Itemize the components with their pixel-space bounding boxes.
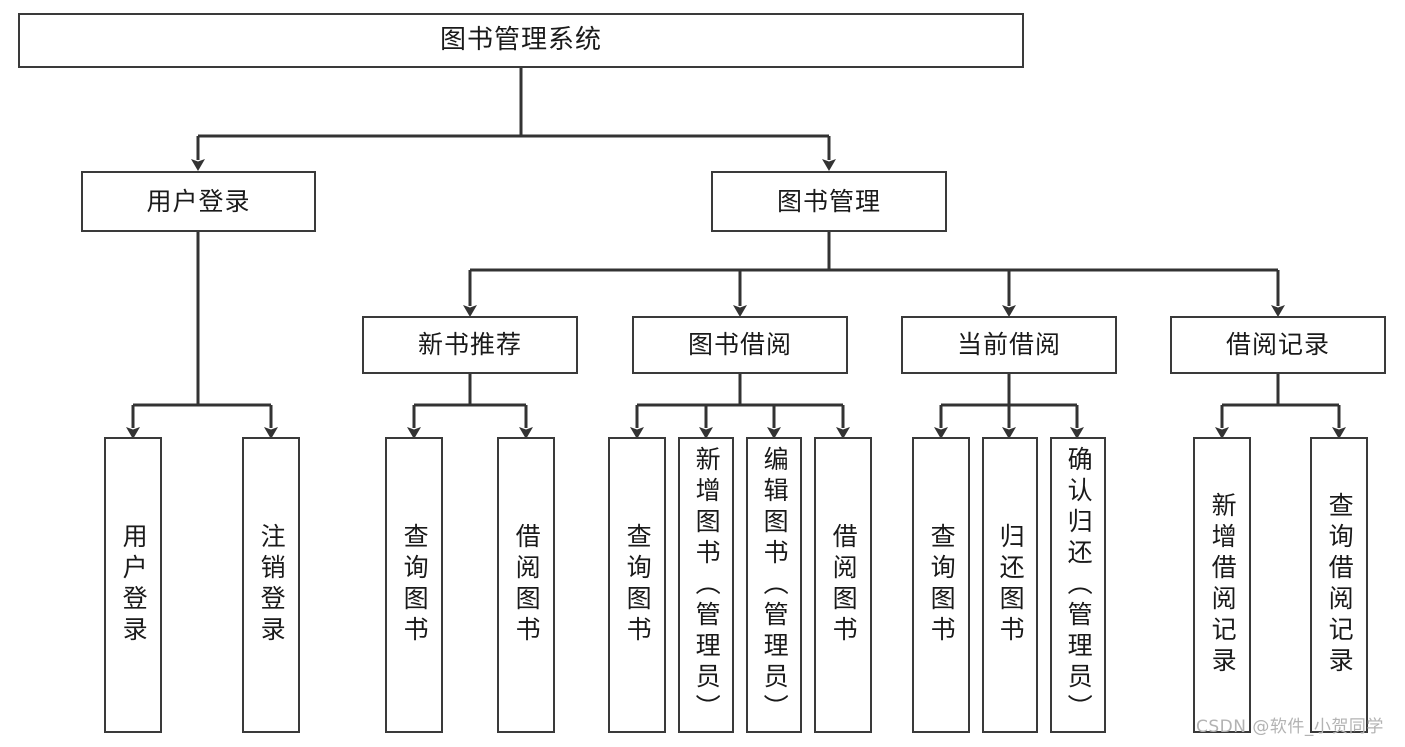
node-user-login[interactable]: 用户登录 <box>81 171 316 232</box>
leaf-add-book[interactable]: 新增图书（管理员） <box>678 437 734 733</box>
leaf-borrow-book-1[interactable]: 借阅图书 <box>497 437 555 733</box>
leaf-query-book-3-label: 查询图书 <box>927 523 957 647</box>
leaf-return-book[interactable]: 归还图书 <box>982 437 1038 733</box>
leaf-query-book-2-label: 查询图书 <box>623 523 653 647</box>
leaf-edit-book[interactable]: 编辑图书（管理员） <box>746 437 802 733</box>
leaf-query-book-2[interactable]: 查询图书 <box>608 437 666 733</box>
node-root-label: 图书管理系统 <box>439 25 602 56</box>
node-new-book-recommend[interactable]: 新书推荐 <box>362 316 578 374</box>
leaf-logout-login[interactable]: 注销登录 <box>242 437 300 733</box>
leaf-confirm-return[interactable]: 确认归还（管理员） <box>1050 437 1106 733</box>
leaf-confirm-return-label: 确认归还（管理员） <box>1064 445 1094 725</box>
node-book-management-label: 图书管理 <box>776 186 881 216</box>
watermark-text: CSDN @软件_小贺同学 <box>1196 717 1384 737</box>
leaf-query-book-1-label: 查询图书 <box>400 523 430 647</box>
leaf-query-record[interactable]: 查询借阅记录 <box>1310 437 1368 733</box>
node-borrow-record-label: 借阅记录 <box>1225 330 1330 360</box>
node-current-borrow-label: 当前借阅 <box>956 330 1061 360</box>
leaf-add-book-label: 新增图书（管理员） <box>692 445 722 725</box>
leaf-logout-login-label: 注销登录 <box>257 523 287 647</box>
leaf-borrow-book-1-label: 借阅图书 <box>512 523 542 647</box>
leaf-query-record-label: 查询借阅记录 <box>1325 492 1355 678</box>
leaf-user-login-label: 用户登录 <box>119 523 149 647</box>
leaf-add-record[interactable]: 新增借阅记录 <box>1193 437 1251 733</box>
node-book-management[interactable]: 图书管理 <box>711 171 947 232</box>
leaf-borrow-book-2[interactable]: 借阅图书 <box>814 437 872 733</box>
leaf-query-book-1[interactable]: 查询图书 <box>385 437 443 733</box>
leaf-borrow-book-2-label: 借阅图书 <box>829 523 859 647</box>
node-user-login-label: 用户登录 <box>146 186 251 216</box>
node-root[interactable]: 图书管理系统 <box>18 13 1024 68</box>
leaf-edit-book-label: 编辑图书（管理员） <box>760 445 790 725</box>
leaf-query-book-3[interactable]: 查询图书 <box>912 437 970 733</box>
node-book-borrow-label: 图书借阅 <box>687 330 792 360</box>
leaf-add-record-label: 新增借阅记录 <box>1208 492 1238 678</box>
node-new-book-recommend-label: 新书推荐 <box>417 330 522 360</box>
leaf-return-book-label: 归还图书 <box>996 523 1026 647</box>
node-book-borrow[interactable]: 图书借阅 <box>632 316 848 374</box>
node-borrow-record[interactable]: 借阅记录 <box>1170 316 1386 374</box>
node-current-borrow[interactable]: 当前借阅 <box>901 316 1117 374</box>
leaf-user-login[interactable]: 用户登录 <box>104 437 162 733</box>
